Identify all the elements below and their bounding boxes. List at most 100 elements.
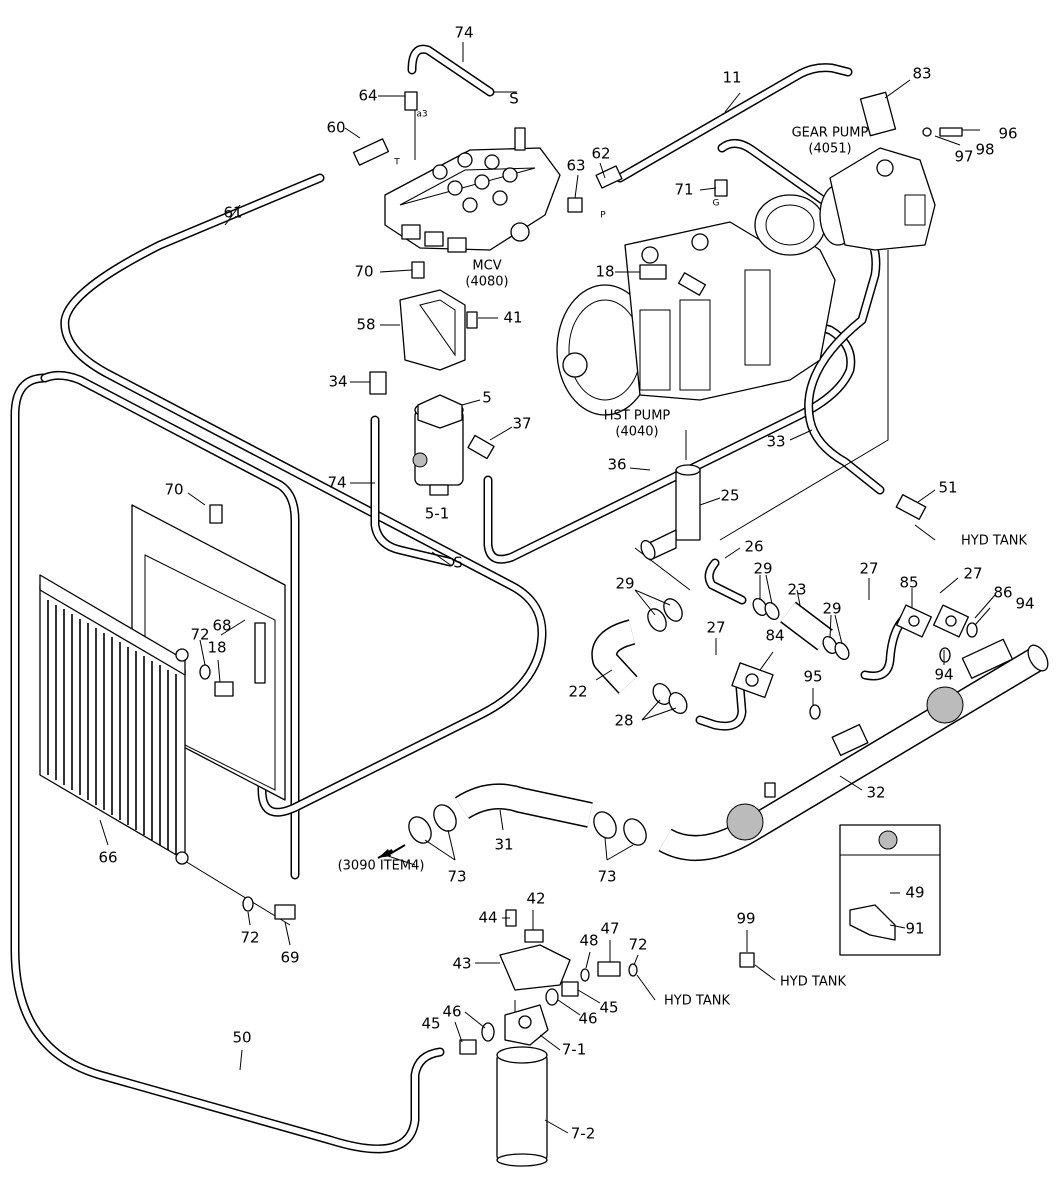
small-fittings [209,91,963,1055]
hose-23 [780,601,833,651]
clamps [199,597,978,912]
callout-45-left: 45 [421,1015,440,1033]
hst-pump-code: (4040) [615,425,658,440]
callout-41: 41 [503,309,522,327]
callout-73-left: 73 [447,868,466,886]
hyd-tank-label-72: HYD TANK [664,994,730,1009]
callout-28: 28 [614,712,633,730]
pipe-74-upper [407,44,495,97]
callouts: 74 64 60 61 11 83 96 98 97 62 63 71 18 7… [98,24,1034,1143]
callout-51: 51 [938,479,957,497]
callout-74-top: 74 [454,24,473,42]
mcv-valve-4080 [384,110,561,253]
callout-7-1: 7-1 [562,1041,587,1059]
callout-66: 66 [98,849,117,867]
pipe-36 [483,285,856,564]
suction-mark-mid: S [453,554,463,572]
suction-mark-top: S [509,90,519,108]
callout-46-top: 46 [442,1003,461,1021]
pipe-50 [10,373,445,1154]
callout-96: 96 [998,125,1017,143]
pipe-11 [615,63,853,183]
gear-pump-code: (4051) [808,142,851,157]
callout-84: 84 [765,627,784,645]
arrow-3090-head-icon [378,849,391,858]
hyd-tank-label-99: HYD TANK [780,975,846,990]
pipe-85 [860,613,910,681]
callout-34: 34 [328,373,347,391]
callout-86: 86 [993,584,1012,602]
callout-47: 47 [600,920,619,938]
callout-25: 25 [720,487,739,505]
callout-99: 99 [736,910,755,928]
cooler-fins [47,600,177,855]
port-a3: a3 [416,110,427,120]
pipe-74-lower [370,415,455,567]
callout-11: 11 [722,69,741,87]
callout-98: 98 [975,141,994,159]
flange-85 [896,604,932,638]
hoses [454,558,1049,861]
callout-27-a: 27 [859,560,878,578]
callout-27-b: 27 [963,565,982,583]
callout-60: 60 [326,119,345,137]
callout-68: 68 [212,617,231,635]
component-captions: MCV (4080) HST PUMP (4040) GEAR PUMP (40… [338,90,1028,1009]
gear-pump-name: GEAR PUMP [792,126,869,141]
callout-45-right: 45 [599,999,618,1017]
callout-46-right: 46 [578,1010,597,1028]
callout-7-2: 7-2 [571,1125,596,1143]
pipe-cooler-return [40,370,300,880]
callout-85: 85 [899,574,918,592]
gear-pump-4051 [819,147,936,251]
callout-58: 58 [356,316,375,334]
inset-detail-box [839,824,941,956]
pipe-61 [60,173,547,817]
callout-91: 91 [905,920,924,938]
callout-50: 50 [232,1029,251,1047]
callout-18-top: 18 [595,263,614,281]
callout-71: 71 [674,181,693,199]
callout-97: 97 [954,148,973,166]
callout-42: 42 [526,890,545,908]
port-g: G [713,199,720,209]
hst-pump-4040 [556,194,836,416]
pipe-33 [717,139,885,495]
hyd-tank-label-51: HYD TANK [961,534,1027,549]
callout-36: 36 [607,456,626,474]
hose-31 [454,783,593,828]
callout-43: 43 [452,955,471,973]
callout-29-left: 29 [615,575,634,593]
callout-64: 64 [358,87,377,105]
leader-lines [99,42,996,1134]
flange-84 [731,662,774,699]
callout-70-top: 70 [354,263,373,281]
flange-86 [933,604,969,638]
callout-72-right: 72 [628,936,647,954]
callout-61: 61 [223,204,242,222]
callout-69: 69 [280,949,299,967]
callout-26: 26 [744,538,763,556]
pipe-26 [704,558,747,605]
callout-72-bottom: 72 [240,929,259,947]
oil-cooler-66 [39,574,189,865]
filter-5 [412,394,464,496]
callout-95: 95 [803,668,822,686]
hose-22 [591,619,638,694]
callout-29-right: 29 [822,600,841,618]
callout-74-mid: 74 [327,474,346,492]
callout-27-c: 27 [706,619,725,637]
filter-head-7-1 [504,1004,549,1046]
hst-pump-name: HST PUMP [604,409,671,424]
bracket-43 [499,944,571,991]
callout-72-left: 72 [190,626,209,644]
port-t: T [393,158,400,168]
callout-31: 31 [494,836,513,854]
callout-33: 33 [766,433,785,451]
callout-18-left: 18 [207,639,226,657]
pipes [10,44,885,1154]
mcv-code: (4080) [465,275,508,290]
fitting-51 [895,494,927,520]
filter-7-2 [496,1046,548,1167]
